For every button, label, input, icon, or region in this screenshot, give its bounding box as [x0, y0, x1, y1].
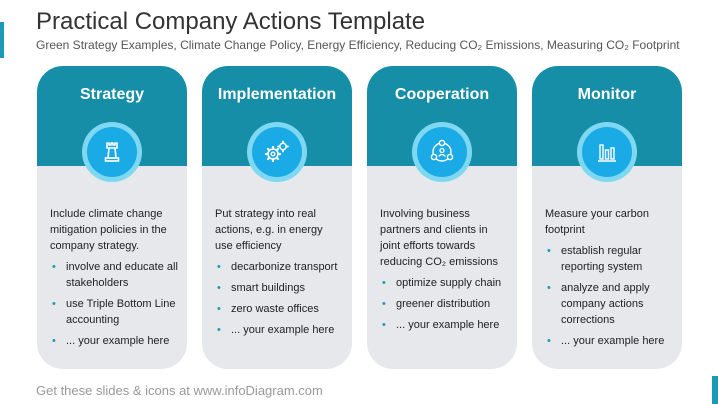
card-body: Include climate change mitigation polici…: [50, 206, 178, 354]
bar-chart-icon: [598, 144, 616, 162]
list-item: greener distribution: [380, 296, 508, 312]
list-item: ... your example here: [215, 322, 343, 338]
icon-ring: [412, 122, 472, 182]
gears-icon: [264, 140, 289, 163]
card-intro: Put strategy into real actions, e.g. in …: [215, 208, 323, 252]
card-intro: Measure your carbon footprint: [545, 208, 649, 236]
card-body: Measure your carbon footprint establish …: [545, 206, 673, 354]
card-title: Cooperation: [394, 86, 490, 103]
list-item: analyze and apply company actions correc…: [545, 280, 673, 328]
icon-ring: [247, 122, 307, 182]
icon-ring: [577, 122, 637, 182]
right-accent-bar: [712, 376, 718, 404]
left-accent-bar: [0, 22, 4, 58]
footer-credit: Get these slides & icons at www.infoDiag…: [36, 383, 323, 398]
icon-ring: [82, 122, 142, 182]
list-item: smart buildings: [215, 280, 343, 296]
bullet-list: decarbonize transport smart buildings ze…: [215, 259, 343, 338]
page-title: Practical Company Actions Template: [36, 8, 426, 35]
card-body: Involving business partners and clients …: [380, 206, 508, 338]
card-cooperation: Cooperation Involving business partners …: [367, 66, 517, 369]
network-people-icon: [430, 139, 454, 162]
list-item: optimize supply chain: [380, 275, 508, 291]
card-title: Strategy: [79, 86, 145, 103]
card-title: Implementation: [217, 86, 337, 103]
list-item: ... your example here: [50, 333, 178, 349]
card-strategy: Strategy Include climate change mitigati…: [37, 66, 187, 369]
list-item: use Triple Bottom Line accounting: [50, 296, 178, 328]
list-item: establish regular reporting system: [545, 243, 673, 275]
card-body: Put strategy into real actions, e.g. in …: [215, 206, 343, 343]
page-subtitle: Green Strategy Examples, Climate Change …: [36, 38, 680, 52]
card-intro: Include climate change mitigation polici…: [50, 208, 167, 252]
card-title: Monitor: [577, 86, 637, 103]
card-monitor: Monitor Measure your carbon footprint es…: [532, 66, 682, 369]
card-intro: Involving business partners and clients …: [380, 208, 498, 268]
list-item: decarbonize transport: [215, 259, 343, 275]
bullet-list: involve and educate all stakeholders use…: [50, 259, 178, 349]
list-item: zero waste offices: [215, 301, 343, 317]
list-item: ... your example here: [380, 317, 508, 333]
bullet-list: establish regular reporting system analy…: [545, 243, 673, 349]
card-implementation: Implementation: [202, 66, 352, 369]
list-item: involve and educate all stakeholders: [50, 259, 178, 291]
bullet-list: optimize supply chain greener distributi…: [380, 275, 508, 333]
list-item: ... your example here: [545, 333, 673, 349]
chess-rook-icon: [104, 142, 120, 162]
